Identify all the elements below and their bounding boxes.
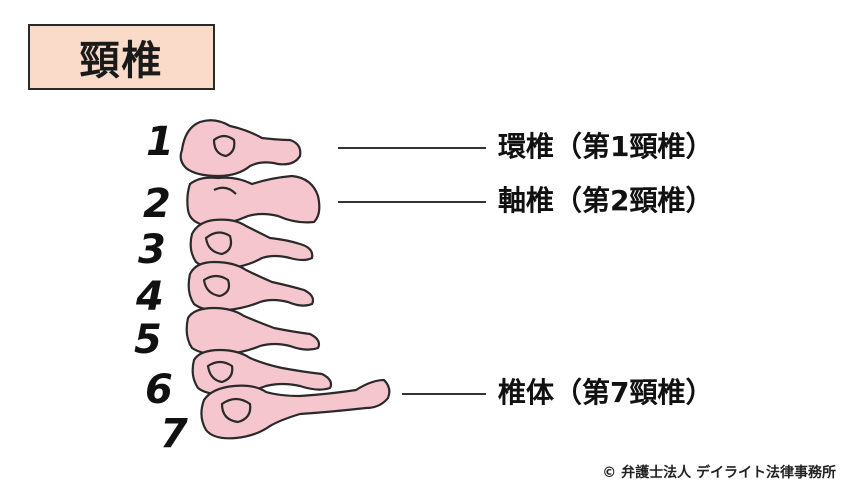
vertebra-c7 [201, 380, 389, 438]
leader-line-c7 [402, 393, 486, 395]
copyright-credit: © 弁護士法人 デイライト法律事務所 [602, 462, 836, 482]
label-axis: 軸椎（第2頸椎） [498, 187, 713, 215]
vertebra-c4 [189, 262, 313, 310]
leader-line-axis [338, 201, 486, 203]
label-atlas: 環椎（第1頸椎） [498, 133, 713, 161]
vertebra-c1 [181, 120, 301, 176]
vertebra-c5 [187, 308, 319, 354]
vertebra-c6 [193, 350, 331, 394]
leader-line-atlas [338, 147, 486, 149]
vertebra-c3 [191, 220, 313, 269]
label-c7: 椎体（第7頸椎） [498, 379, 713, 407]
vertebra-c2 [187, 176, 319, 226]
